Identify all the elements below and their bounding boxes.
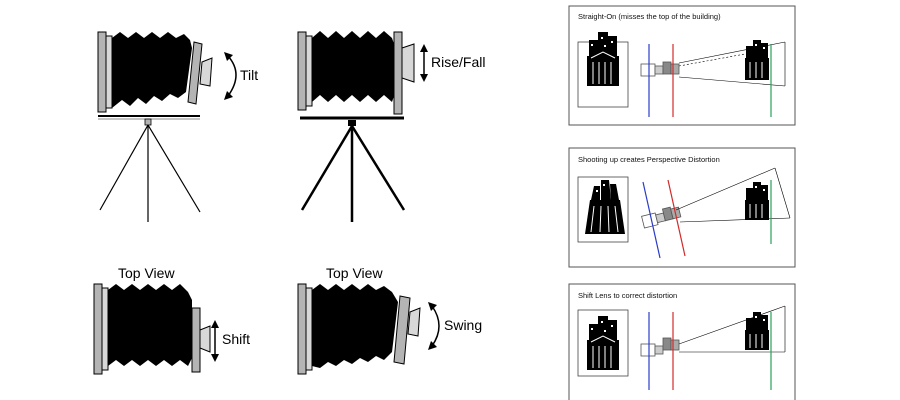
panel-straight-on: Straight-On (misses the top of the build… [568,5,796,126]
swing-label: Swing [444,317,482,333]
panel-caption: Shift Lens to correct distortion [578,291,677,300]
building-subject [745,312,769,350]
lens [401,43,415,83]
front-standard [191,307,201,373]
tilt-label: Tilt [240,67,258,83]
rear-standard [97,31,107,113]
lens-plane-line [667,179,686,257]
film-plane-line [642,181,661,259]
panel-shift-lens: Shift Lens to correct distortion [568,283,796,400]
bellows [312,31,394,102]
building-subject [745,40,769,80]
tilt-arrow-icon [227,55,237,97]
tilt-camera: Tilt [97,31,258,222]
shift-camera: Top View Shift [93,265,250,375]
rear-frame [101,287,109,371]
rise-fall-camera: Rise/Fall [297,31,485,222]
rise-fall-label: Rise/Fall [431,54,485,70]
tripod-leg [350,125,406,211]
rear-frame [305,287,313,371]
bellows [312,284,398,368]
distorted-building-image [585,180,625,234]
lens [199,325,211,353]
front-standard [187,41,203,105]
rear-standard [93,283,103,375]
tripod-leg [300,125,354,211]
swing-camera: Top View Swing [297,265,482,375]
shift-label: Shift [222,331,250,347]
rear-standard [297,31,307,111]
lens [407,307,421,337]
panel-shooting-up: Shooting up creates Perspective Distorti… [568,147,796,268]
building-subject [745,182,769,220]
front-standard [393,295,411,365]
building-image [587,32,619,86]
tripod-leg [99,124,149,211]
front-standard [393,31,403,115]
rear-frame [105,35,113,109]
top-view-label: Top View [326,265,383,281]
panel-caption: Shooting up creates Perspective Distorti… [578,155,720,164]
top-view-label: Top View [118,265,175,281]
small-camera-icon [640,61,680,77]
panel-caption: Straight-On (misses the top of the build… [578,12,721,21]
rear-frame [305,35,313,107]
bellows [112,32,192,108]
tripod-leg [147,124,201,213]
lens [199,57,213,87]
bellows [108,284,192,366]
tilted-camera-icon [641,206,682,229]
rear-standard [297,283,307,375]
shifted-camera-icon [640,337,680,357]
corrected-building-image [587,316,619,370]
swing-arrow-icon [431,305,440,347]
